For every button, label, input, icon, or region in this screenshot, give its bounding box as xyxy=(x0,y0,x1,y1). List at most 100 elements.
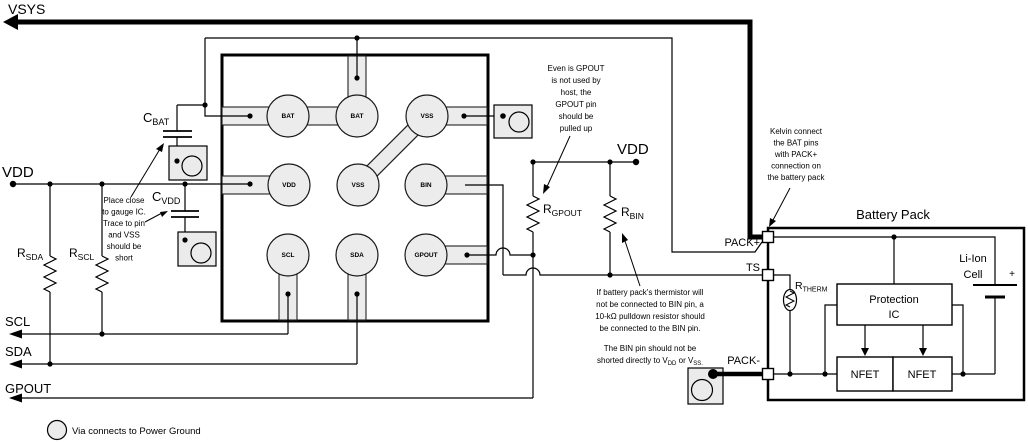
capacitor-cbat xyxy=(163,130,192,138)
rscl-label: RSCL xyxy=(69,246,94,262)
note-line: connection on xyxy=(771,162,821,171)
wire-scl-rail xyxy=(18,294,289,335)
note-line: Place close xyxy=(104,196,145,205)
vdd-right-label: VDD xyxy=(617,141,649,158)
wire-sda-rail xyxy=(18,294,358,365)
pad-vss-2 xyxy=(336,163,380,207)
wire-cbat-node xyxy=(204,38,250,117)
nfet-left-label: NFET xyxy=(851,369,880,381)
pad-gpout xyxy=(404,233,448,277)
terminal-ts xyxy=(761,268,775,282)
vdd-left-label: VDD xyxy=(2,164,34,181)
pad-label-bin: BIN xyxy=(420,182,432,189)
pad-bin xyxy=(404,163,448,207)
pad-label-vss1: VSS xyxy=(420,113,434,120)
vsys-label: VSYS xyxy=(8,1,45,17)
junction-dots xyxy=(9,35,966,379)
resistor-rscl xyxy=(94,255,110,293)
note-place-arrow1-icon xyxy=(156,143,164,152)
ic-pads xyxy=(266,94,449,277)
note-line: Kelvin connect xyxy=(770,127,823,136)
note-line: the battery pack xyxy=(768,173,826,182)
terminal-pack-plus xyxy=(761,230,775,244)
thermistor-body xyxy=(782,288,798,312)
vsys-arrow-icon xyxy=(3,14,18,30)
via-cvdd-hole-icon xyxy=(190,242,212,264)
cell-label-2: Cell xyxy=(964,269,983,281)
nfet-left-box xyxy=(836,356,894,392)
note-kelvin: Kelvin connect the BAT pins with PACK+ c… xyxy=(768,127,826,182)
cvdd-label: CVDD xyxy=(152,189,181,206)
note-line: the BAT pins xyxy=(773,139,818,148)
rgpout-label: RGPOUT xyxy=(543,202,582,218)
cbat-label: CBAT xyxy=(143,110,170,127)
note-line: pulled up xyxy=(560,124,593,133)
wire-bat-kelvin xyxy=(205,37,763,253)
pack-plus-label: PACK+ xyxy=(724,237,760,249)
pad-label-vdd: VDD xyxy=(282,182,296,189)
gate-arrow-left-icon xyxy=(861,348,869,356)
note-gpout-pullup: Even is GPOUT is not used by host, the G… xyxy=(548,64,605,133)
scl-label: SCL xyxy=(5,314,30,329)
capacitor-cvdd xyxy=(171,210,199,218)
gpout-label: GPOUT xyxy=(5,381,51,396)
thermistor-zigzag xyxy=(784,290,796,308)
note-bin-arrow-icon xyxy=(622,233,628,243)
pad-label-gpout: GPOUT xyxy=(414,252,437,259)
wire-ts-therm xyxy=(773,274,791,289)
wire-gpout-rail xyxy=(18,255,534,399)
pad-bat-1 xyxy=(266,94,310,138)
note-place-close: Place close to gauge IC. Trace to pin an… xyxy=(102,196,146,263)
pad-label-scl: SCL xyxy=(282,252,295,259)
via-vss-hole-icon xyxy=(508,111,530,133)
protection-ic-label-2: IC xyxy=(889,309,900,321)
note-kelvin-arrow-line xyxy=(771,187,791,223)
via-cbat-hole-icon xyxy=(181,155,203,177)
wire-bin-ts xyxy=(465,184,762,276)
cell-label-1: Li-Ion xyxy=(959,253,987,265)
cell-plus-label: + xyxy=(1009,269,1015,280)
via-vss-square xyxy=(493,104,533,139)
wire-gate-drives xyxy=(864,325,924,351)
pad-label-sda: SDA xyxy=(350,252,364,259)
via-cbat-square xyxy=(168,145,208,181)
legend-text: Via connects to Power Ground xyxy=(72,426,201,437)
pad-sda xyxy=(335,233,379,277)
component-symbols xyxy=(42,130,618,293)
legend-via-icon xyxy=(46,419,68,441)
note-gpout-arrow-line xyxy=(545,135,571,190)
note-line-subscripts: shorted directly to VDD or VSS. xyxy=(597,356,703,367)
note-line: with PACK+ xyxy=(774,150,818,159)
resistor-rsda xyxy=(42,255,58,293)
note-line: The BIN pin should not be xyxy=(604,344,697,353)
note-line: host, the xyxy=(561,88,592,97)
pad-bat-2 xyxy=(335,94,379,138)
note-line: 10-kΩ pulldown resistor should xyxy=(595,312,705,321)
note-bin: If battery pack's thermistor will not be… xyxy=(595,288,705,367)
sda-arrow-icon xyxy=(9,359,22,369)
pack-terminals xyxy=(761,230,775,381)
note-line: should be xyxy=(107,242,142,251)
terminal-pack-minus xyxy=(761,367,775,381)
note-line: Trace to pin xyxy=(103,219,145,228)
note-line: should be xyxy=(559,112,594,121)
gate-arrow-right-icon xyxy=(919,348,927,356)
note-kelvin-arrow-icon xyxy=(769,218,776,227)
protection-ic-box xyxy=(836,283,953,326)
nfet-right-label: NFET xyxy=(908,369,937,381)
rsda-label: RSDA xyxy=(17,246,43,262)
battery-pack-title: Battery Pack xyxy=(856,207,930,222)
pad-label-bat2: BAT xyxy=(351,113,364,120)
nfet-right-box xyxy=(892,356,953,392)
rtherm-label: RTHERM xyxy=(795,280,828,294)
pad-vss-1 xyxy=(405,94,449,138)
pad-scl xyxy=(266,233,310,277)
sda-label: SDA xyxy=(5,344,32,359)
scl-arrow-icon xyxy=(9,329,22,339)
note-gpout-arrow-icon xyxy=(543,184,550,194)
vsys-power-trace xyxy=(16,19,762,240)
note-place-arrow2-line xyxy=(144,212,163,223)
via-packminus-hole-icon xyxy=(690,378,714,402)
ts-label: TS xyxy=(746,262,760,274)
note-line: GPOUT pin xyxy=(555,100,596,109)
